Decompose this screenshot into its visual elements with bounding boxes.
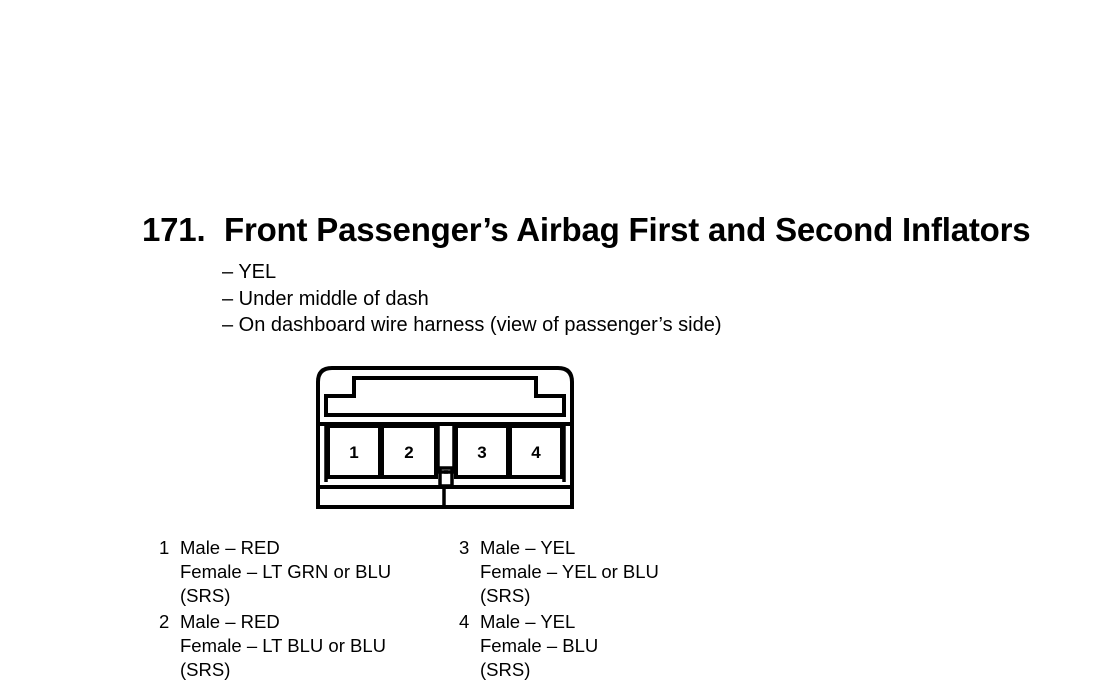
connector-lock-tab	[324, 376, 566, 417]
terminal-2: 2 Male – RED Female – LT BLU or BLU (SRS…	[159, 610, 391, 682]
section-number: 171.	[142, 211, 206, 248]
cavity-label-1: 1	[349, 443, 358, 462]
terminal-male-wire: Male – RED	[180, 537, 280, 558]
terminal-3: 3 Male – YEL Female – YEL or BLU (SRS)	[459, 536, 659, 608]
cavity-label-2: 2	[404, 443, 413, 462]
terminal-circuit: (SRS)	[180, 585, 231, 606]
info-connector-color: – YEL	[222, 261, 277, 283]
cavity-2	[380, 424, 438, 479]
terminal-female-wire: Female – YEL or BLU	[480, 561, 659, 582]
terminal-number: 4	[459, 611, 470, 632]
terminal-circuit: (SRS)	[180, 659, 231, 680]
info-location: – Under middle of dash	[222, 287, 429, 310]
left-cavity-frame	[324, 424, 448, 482]
cavity-label-4: 4	[531, 443, 541, 462]
terminal-male-wire: Male – YEL	[480, 537, 576, 558]
connector-info-list: – YEL – Under middle of dash – On dashbo…	[222, 259, 722, 339]
cavity-4	[508, 424, 564, 479]
connector-housing	[316, 366, 574, 509]
terminal-circuit: (SRS)	[480, 659, 531, 680]
terminal-number: 3	[459, 537, 470, 558]
terminal-circuit: (SRS)	[480, 585, 531, 606]
cavity-label-3: 3	[477, 443, 486, 462]
terminal-female-wire: Female – LT BLU or BLU	[180, 635, 386, 656]
terminal-list-right: 3 Male – YEL Female – YEL or BLU (SRS) 4…	[459, 536, 659, 684]
section-title: Front Passenger’s Airbag First and Secon…	[224, 211, 1031, 248]
terminal-1: 1 Male – RED Female – LT GRN or BLU (SRS…	[159, 536, 391, 608]
terminal-number: 2	[159, 611, 170, 632]
terminal-4: 4 Male – YEL Female – BLU (SRS)	[459, 610, 659, 682]
connector-diagram: 1 2 3 4	[316, 366, 574, 509]
terminal-list-left: 1 Male – RED Female – LT GRN or BLU (SRS…	[159, 536, 391, 684]
terminal-female-wire: Female – BLU	[480, 635, 599, 656]
terminal-number: 1	[159, 537, 170, 558]
terminal-male-wire: Male – RED	[180, 611, 280, 632]
terminal-male-wire: Male – YEL	[480, 611, 576, 632]
section-heading: 171. Front Passenger’s Airbag First and S…	[142, 210, 1031, 250]
info-harness: – On dashboard wire harness (view of pas…	[222, 314, 722, 336]
terminal-female-wire: Female – LT GRN or BLU	[180, 561, 392, 582]
right-cavity-frame	[444, 424, 566, 482]
